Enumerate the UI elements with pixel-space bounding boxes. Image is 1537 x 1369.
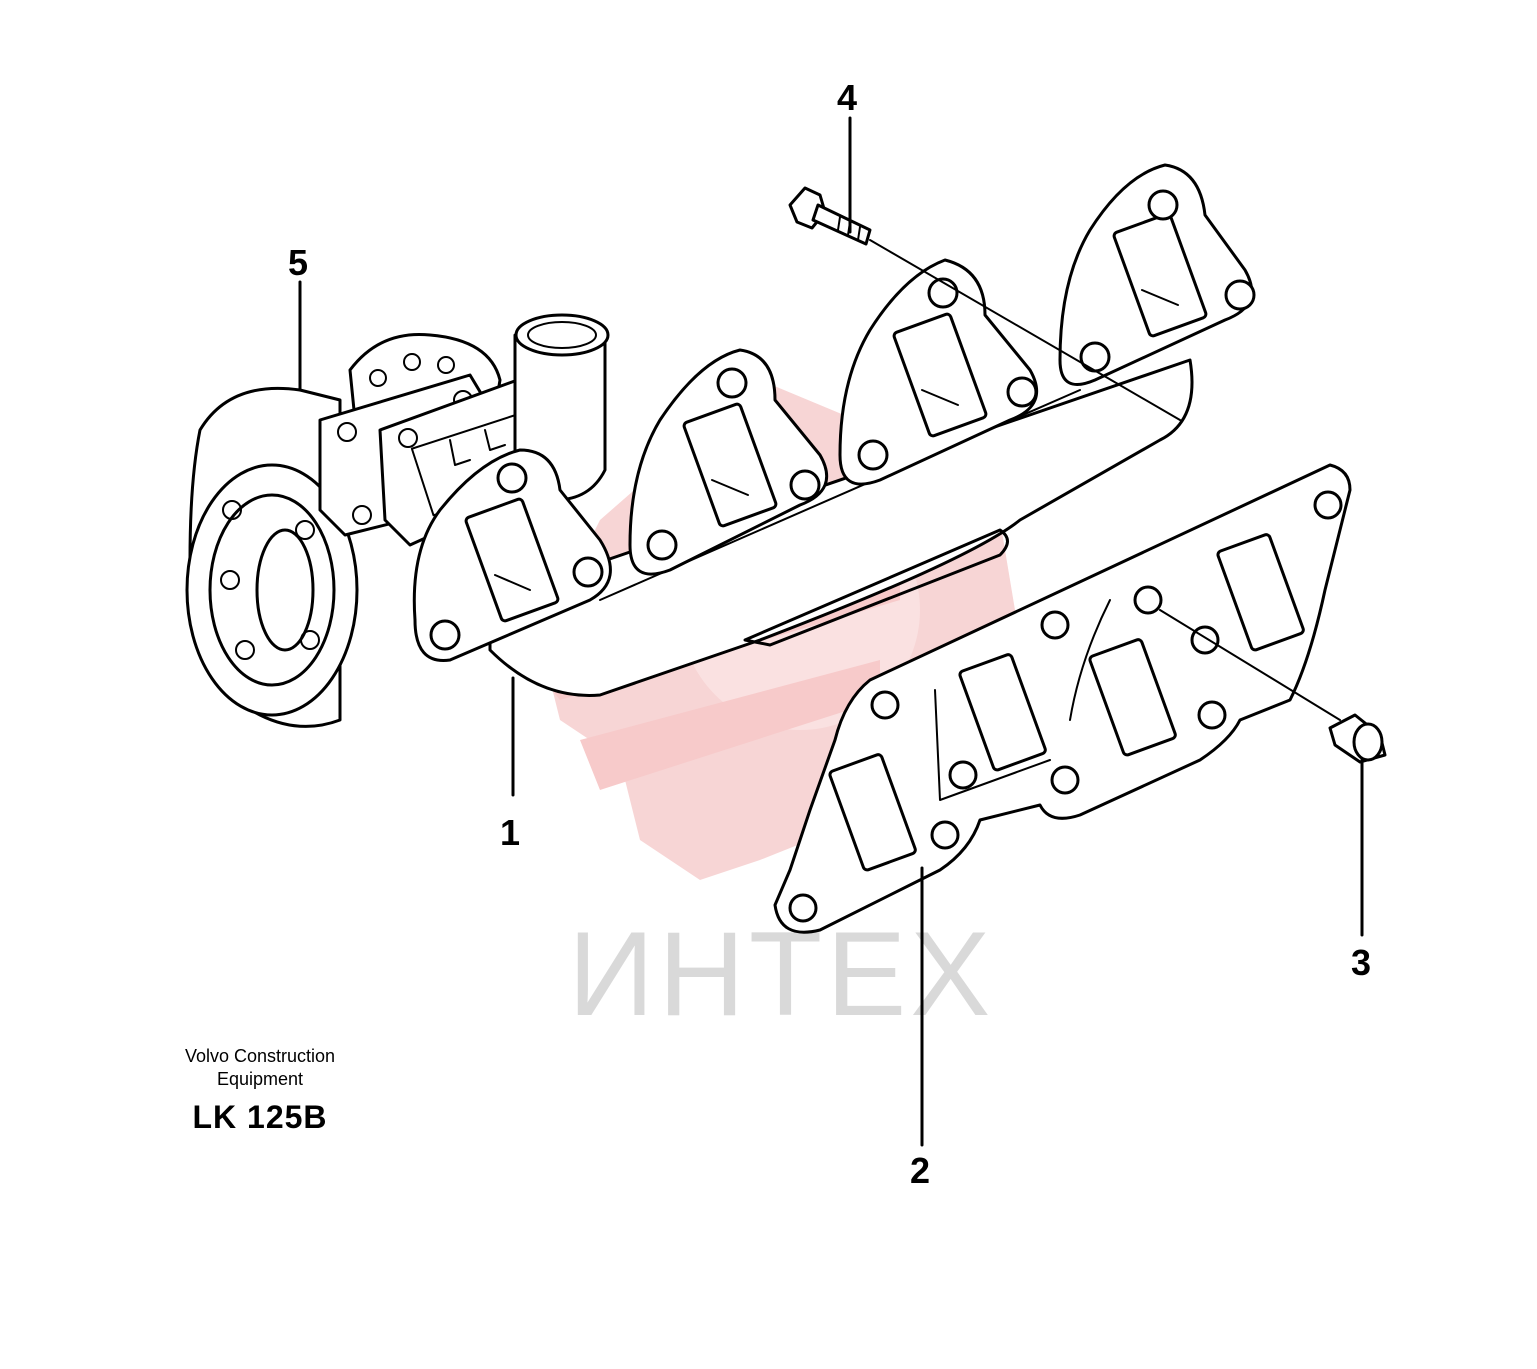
- spacer-sleeve-icon: [1328, 713, 1387, 764]
- callout-1: 1: [500, 812, 520, 853]
- callout-5: 5: [288, 242, 308, 283]
- flange-bolt-icon: [788, 186, 1181, 421]
- manifold-gasket-icon: [773, 463, 1352, 934]
- callout-3: 3: [1351, 942, 1371, 983]
- callout-4: 4: [837, 77, 857, 118]
- turbocharger-icon: [185, 332, 577, 728]
- leader-lines: [298, 116, 1364, 1147]
- diagram-caption: Volvo Construction Equipment LK 125B: [150, 1045, 370, 1136]
- caption-manufacturer: Volvo Construction: [184, 1046, 336, 1066]
- callout-2: 2: [910, 1150, 930, 1191]
- caption-manufacturer-2: Equipment: [216, 1069, 304, 1089]
- exhaust-manifold-icon: [412, 163, 1256, 697]
- watermark-text: ИНТЕХ: [568, 907, 994, 1041]
- caption-model: LK 125B: [192, 1099, 328, 1135]
